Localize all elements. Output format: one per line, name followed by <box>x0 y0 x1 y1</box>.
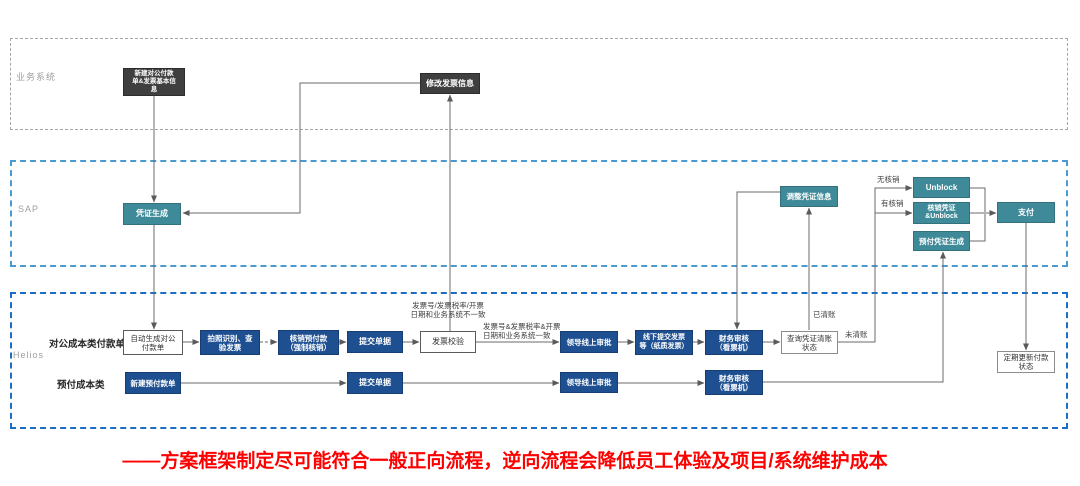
lane-sap <box>10 160 1068 267</box>
node-prepay-voucher-generation: 预付凭证生成 <box>913 231 970 251</box>
node-submit-documents-1: 提交单据 <box>347 331 403 353</box>
node-query-voucher-clearing-status: 查询凭证清账 状态 <box>781 331 838 354</box>
edge-uncleared-to-unblock <box>838 185 913 343</box>
edge-label-uncleared: 未清账 <box>845 330 868 339</box>
edge-prepay-voucher-merge <box>970 214 986 242</box>
node-auto-generate-payment: 自动生成对公 付款单 <box>123 330 183 355</box>
node-writeoff-prepayment: 核销预付款 （强制核销） <box>278 330 339 355</box>
lane-label-sap: SAP <box>18 204 40 214</box>
edge-label-no-writeoff: 无核销 <box>877 175 900 184</box>
node-voucher-generation: 凭证生成 <box>123 203 181 225</box>
edge-label-has-writeoff: 有核销 <box>881 199 904 208</box>
node-new-prepayment-order: 新建预付款单 <box>125 372 181 394</box>
node-leader-online-approval-1: 领导线上审批 <box>560 331 618 353</box>
lane-label-helios: Helios <box>13 350 45 360</box>
edge-unblock-merge <box>970 187 986 212</box>
lane-label-business: 业务系统 <box>16 72 57 82</box>
node-update-payment-status: 定期更新付款 状态 <box>997 351 1055 373</box>
edge-modify-to-voucher <box>182 82 420 216</box>
edge-label-cleared: 已清账 <box>813 310 836 319</box>
node-submit-documents-2: 提交单据 <box>347 372 403 394</box>
footer-conclusion-text: ——方案框架制定尽可能符合一般正向流程，逆向流程会降低员工体验及项目/系统维护成… <box>122 451 888 472</box>
edge-label-invoice-mismatch: 发票号/发票税率/开票 日期和业务系统不一致 <box>410 301 486 320</box>
lane-business-system <box>10 38 1068 130</box>
node-invoice-check: 发票校验 <box>420 331 476 353</box>
edge-adjust-to-finance <box>734 191 780 330</box>
node-offline-submit-paper-invoice: 线下提交发票 等（纸质发票） <box>635 330 693 355</box>
node-unblock: Unblock <box>913 177 970 198</box>
node-photo-recognize-verify: 拍照识别、查 验发票 <box>200 330 260 355</box>
node-adjust-voucher-info: 调整凭证信息 <box>780 186 838 207</box>
node-writeoff-voucher-unblock: 核销凭证 &Unblock <box>913 202 970 224</box>
node-finance-review-2: 财务审核 （看票机） <box>705 370 763 395</box>
node-finance-review-1: 财务审核 （看票机） <box>705 330 763 355</box>
lane-helios <box>10 292 1068 429</box>
node-create-payment-invoice-info: 新建对公付款 单&发票基本信 息 <box>123 68 185 96</box>
node-leader-online-approval-2: 领导线上审批 <box>560 372 618 393</box>
node-pay: 支付 <box>997 202 1055 223</box>
edge-finance2-to-prepay-voucher <box>763 251 946 383</box>
row-label-prepaid-cost: 预付成本类 <box>57 380 105 391</box>
node-modify-invoice-info: 修改发票信息 <box>420 73 480 94</box>
edge-label-invoice-match: 发票号&发票税率&开票 日期和业务系统一致 <box>483 322 561 341</box>
row-label-corporate-payment: 对公成本类付款单 <box>49 339 126 350</box>
